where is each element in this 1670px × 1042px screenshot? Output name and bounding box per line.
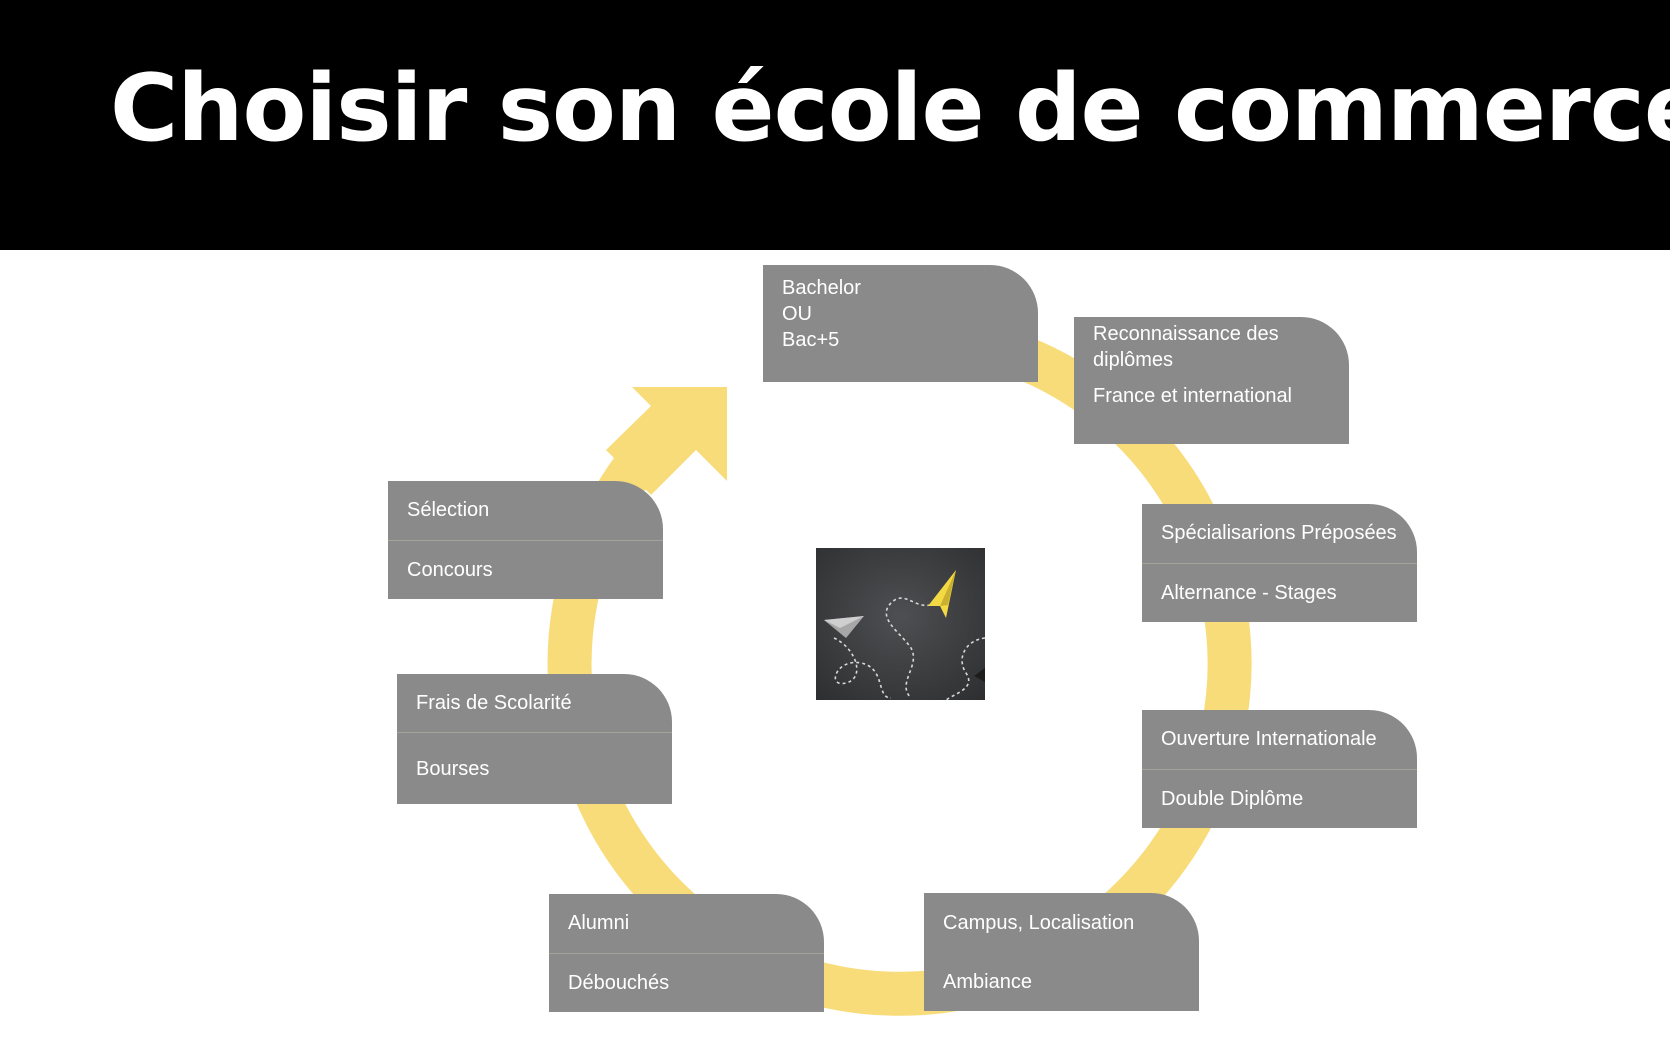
box-international-primary: Ouverture Internationale bbox=[1142, 710, 1417, 769]
box-specialisations: Spécialisarions Préposées Alternance - S… bbox=[1142, 504, 1417, 622]
box-alumni: Alumni Débouchés bbox=[549, 894, 824, 1012]
box-selection-secondary: Concours bbox=[388, 539, 663, 600]
box-campus-primary: Campus, Localisation bbox=[924, 893, 1199, 952]
cycle-arrowhead bbox=[606, 387, 727, 495]
box-alumni-primary-text: Alumni bbox=[568, 912, 630, 935]
box-specialisations-primary-text: Spécialisarions Préposées bbox=[1161, 522, 1397, 545]
box-frais-primary-text: Frais de Scolarité bbox=[416, 692, 572, 714]
box-specialisations-primary: Spécialisarions Préposées bbox=[1142, 504, 1417, 563]
box-international-secondary: Double Diplôme bbox=[1142, 768, 1417, 829]
title-banner: Choisir son école de commerce? bbox=[0, 0, 1670, 250]
box-frais-secondary-text: Bourses bbox=[416, 757, 490, 780]
box-reconnaissance-secondary-text: France et international bbox=[1093, 385, 1293, 407]
box-frais-secondary: Bourses bbox=[397, 732, 672, 804]
box-frais-primary: Frais de Scolarité bbox=[397, 674, 672, 732]
box-selection: Sélection Concours bbox=[388, 481, 663, 599]
slide-title: Choisir son école de commerce? bbox=[110, 54, 1670, 162]
box-frais: Frais de Scolarité Bourses bbox=[397, 674, 672, 804]
box-alumni-secondary: Débouchés bbox=[549, 952, 824, 1013]
box-diplomes: Bachelor OU Bac+5 bbox=[763, 265, 1038, 382]
box-selection-primary: Sélection bbox=[388, 481, 663, 540]
box-specialisations-secondary: Alternance - Stages bbox=[1142, 562, 1417, 623]
box-specialisations-secondary-text: Alternance - Stages bbox=[1161, 581, 1337, 604]
box-campus-secondary-text: Ambiance bbox=[943, 970, 1032, 993]
box-international-primary-text: Ouverture Internationale bbox=[1161, 728, 1377, 751]
box-reconnaissance-secondary: France et international bbox=[1074, 383, 1349, 444]
box-reconnaissance: Reconnaissance des diplômes France et in… bbox=[1074, 317, 1349, 444]
box-diplomes-line-2: OU bbox=[782, 303, 812, 325]
box-selection-primary-text: Sélection bbox=[407, 499, 490, 522]
paper-planes-chalkboard-photo bbox=[816, 548, 985, 700]
box-international-secondary-text: Double Diplôme bbox=[1161, 787, 1304, 810]
box-diplomes-line-1: Bachelor bbox=[782, 277, 861, 299]
box-alumni-primary: Alumni bbox=[549, 894, 824, 953]
box-campus-secondary: Ambiance bbox=[924, 952, 1199, 1011]
box-reconnaissance-primary: Reconnaissance des diplômes bbox=[1074, 317, 1349, 383]
box-selection-secondary-text: Concours bbox=[407, 558, 493, 581]
box-alumni-secondary-text: Débouchés bbox=[568, 971, 670, 994]
box-campus-primary-text: Campus, Localisation bbox=[943, 911, 1135, 934]
box-campus: Campus, Localisation Ambiance bbox=[924, 893, 1199, 1011]
paper-planes-icon bbox=[816, 548, 985, 700]
box-diplomes-line-3: Bac+5 bbox=[782, 329, 840, 351]
box-international: Ouverture Internationale Double Diplôme bbox=[1142, 710, 1417, 828]
box-reconnaissance-primary-text: Reconnaissance des diplômes bbox=[1093, 323, 1279, 371]
